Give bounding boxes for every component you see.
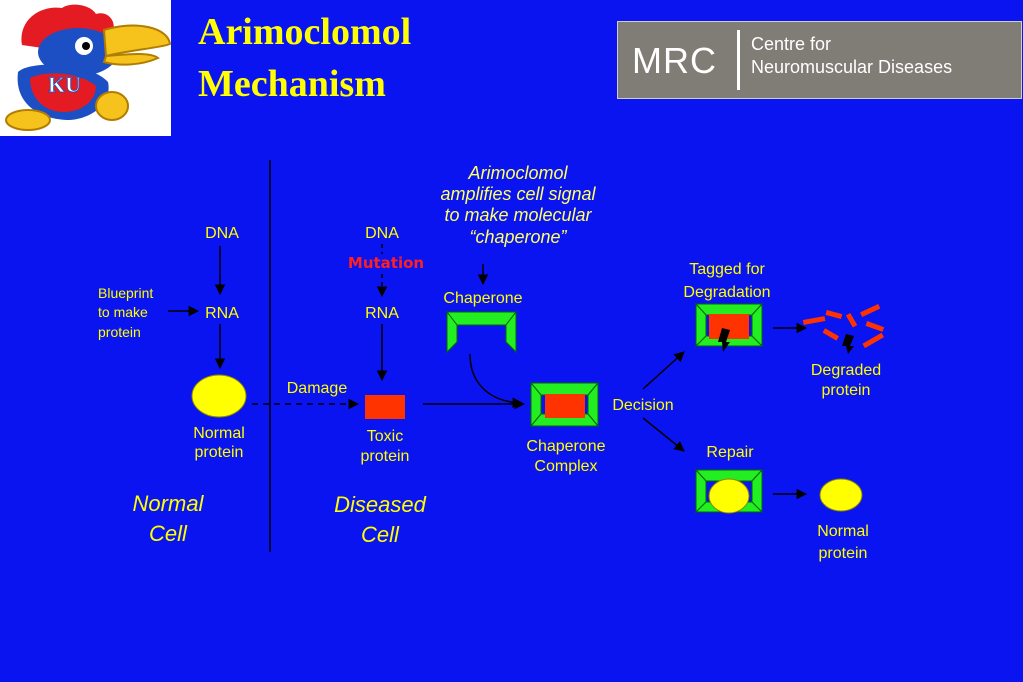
slide-title-line-1: Arimoclomol <box>198 11 412 53</box>
slide-title: Arimoclomol Mechanism <box>198 6 411 110</box>
chaperone-label: Chaperone <box>443 290 522 307</box>
tagged-complex-shape <box>694 302 764 352</box>
ku-letters: KU <box>48 72 81 97</box>
repair-label: Repair <box>706 444 754 461</box>
tagged-label-2: Degradation <box>683 284 770 301</box>
repaired-protein-shape <box>819 478 863 512</box>
decision-to-repair-arrow <box>642 417 685 452</box>
blueprint-label-3: protein <box>98 324 141 340</box>
mrc-centre-logo: MRC Centre for Neuromuscular Diseases <box>617 21 1022 99</box>
mrc-abbreviation: MRC <box>632 40 717 81</box>
chaperone-binding-arrow <box>469 353 524 408</box>
toxic-protein-label-2: protein <box>361 448 410 465</box>
normal-rna-label: RNA <box>205 305 239 322</box>
decision-label: Decision <box>612 397 673 414</box>
chaperone-complex-label-1: Chaperone <box>526 438 605 455</box>
tagged-label-1: Tagged for <box>689 261 765 278</box>
degraded-label-2: protein <box>822 382 871 399</box>
blueprint-label-2: to make <box>98 304 148 320</box>
damage-label: Damage <box>287 380 348 397</box>
slide-title-line-2: Mechanism <box>198 63 386 105</box>
normal-protein-label-1: Normal <box>193 425 245 442</box>
diseased-dna-label: DNA <box>365 225 399 242</box>
normal-protein-shape <box>191 374 247 418</box>
toxic-protein-label-1: Toxic <box>367 428 403 445</box>
arimoclomol-note-line-3: to make molecular <box>444 205 592 225</box>
chaperone-complex-shape <box>529 381 600 428</box>
mrc-name-line-2: Neuromuscular Diseases <box>751 57 953 77</box>
normal-cell-label-2: Cell <box>149 521 188 546</box>
tag-marker-icon <box>718 328 730 352</box>
mrc-divider <box>737 30 740 90</box>
diseased-cell-label-1: Diseased <box>334 492 426 517</box>
mrc-centre-name: Centre for Neuromuscular Diseases <box>751 33 952 79</box>
mrc-name-line-1: Centre for <box>751 34 832 54</box>
arimoclomol-note-line-1: Arimoclomol <box>467 163 568 183</box>
diseased-cell-label-2: Cell <box>361 522 400 547</box>
degraded-protein-fragments <box>802 303 885 354</box>
normal-protein-label-2: protein <box>195 444 244 461</box>
arimoclomol-note-line-4: “chaperone” <box>469 227 567 247</box>
chaperone-complex-label-2: Complex <box>534 458 597 475</box>
repair-complex-shape <box>694 468 764 514</box>
ku-jayhawk-logo: KU <box>0 0 172 136</box>
mutation-label: Mutation <box>348 254 424 272</box>
decision-to-degradation-arrow <box>642 351 685 390</box>
toxic-protein-shape <box>365 395 405 419</box>
jayhawk-mascot-icon: KU <box>5 4 172 131</box>
chaperone-shape <box>445 310 518 354</box>
diseased-rna-label: RNA <box>365 305 399 322</box>
repaired-protein-label-1: Normal <box>817 523 869 540</box>
arimoclomol-note-line-2: amplifies cell signal <box>440 184 596 204</box>
repaired-protein-label-2: protein <box>819 545 868 562</box>
normal-dna-label: DNA <box>205 225 239 242</box>
normal-cell-label-1: Normal <box>133 491 205 516</box>
degraded-label-1: Degraded <box>811 362 881 379</box>
blueprint-label-1: Blueprint <box>98 285 153 301</box>
